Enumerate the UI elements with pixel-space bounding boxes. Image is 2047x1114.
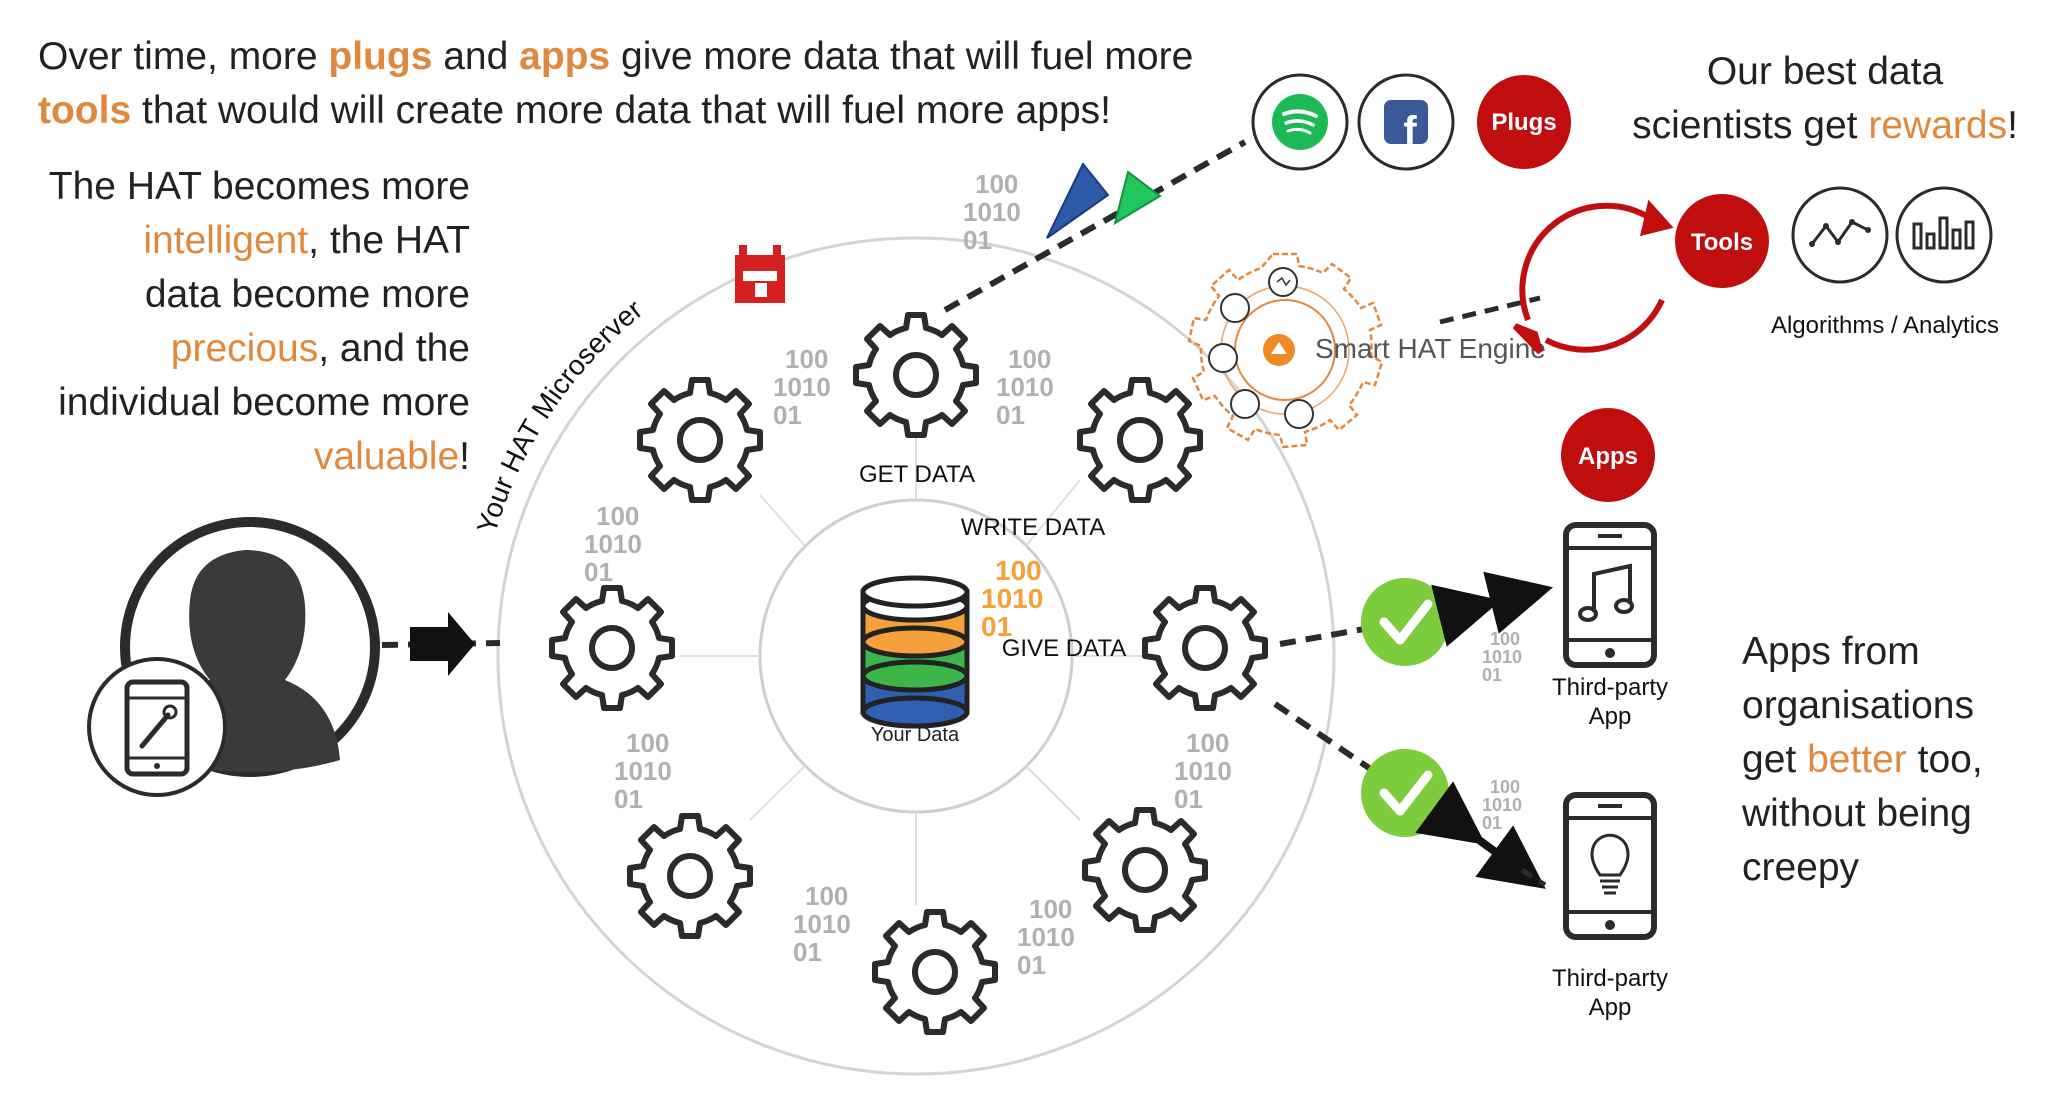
- svg-text:01: 01: [1174, 784, 1203, 814]
- third-party-app-label: App: [1589, 703, 1632, 730]
- app-exchange-arrow-2: [1415, 781, 1546, 889]
- svg-text:1010: 1010: [981, 583, 1043, 614]
- svg-text:01: 01: [773, 400, 802, 430]
- svg-text:Apps: Apps: [1578, 443, 1638, 470]
- svg-text:01: 01: [793, 937, 822, 967]
- svg-text:01: 01: [981, 611, 1012, 642]
- svg-text:01: 01: [1482, 665, 1502, 685]
- give-connector-2: [1273, 701, 1374, 773]
- svg-text:1010: 1010: [584, 529, 642, 559]
- user-arrow: [410, 612, 475, 676]
- plugs-badge: Plugs: [1477, 75, 1571, 169]
- svg-text:01: 01: [584, 557, 613, 587]
- better-highlight: better: [1807, 738, 1907, 781]
- plug-connector: [943, 139, 1247, 313]
- check-icon: [1361, 578, 1449, 666]
- engine-connector: [1439, 295, 1541, 325]
- svg-text:f: f: [1403, 109, 1417, 153]
- refresh-cycle-icon: [1512, 199, 1674, 355]
- svg-text:100: 100: [1490, 777, 1520, 797]
- third-party-app-label: Third-party: [1552, 674, 1668, 701]
- svg-text:100: 100: [995, 555, 1042, 586]
- precious-highlight: precious: [170, 327, 319, 370]
- svg-text:100: 100: [1008, 344, 1051, 374]
- svg-text:01: 01: [1482, 813, 1502, 833]
- gear-icon: [1080, 380, 1200, 500]
- music-phone-icon: [1563, 522, 1657, 668]
- green-arrow: [1113, 170, 1162, 226]
- svg-text:1010: 1010: [963, 197, 1021, 227]
- svg-text:1010: 1010: [773, 372, 831, 402]
- svg-text:100: 100: [975, 169, 1018, 199]
- svg-text:01: 01: [614, 784, 643, 814]
- svg-text:100: 100: [785, 344, 828, 374]
- check-icon: [1361, 749, 1449, 837]
- line-chart-icon: [1791, 186, 1889, 284]
- svg-text:100: 100: [1186, 728, 1229, 758]
- headline: Over time, more plugs and apps give more…: [38, 35, 1194, 132]
- write-data-label: WRITE DATA: [961, 514, 1105, 541]
- svg-text:1010: 1010: [996, 372, 1054, 402]
- phone-wrench-icon: [87, 657, 227, 797]
- gear-icon: [640, 380, 760, 500]
- outer-ring: [496, 236, 1336, 1076]
- svg-text:1010: 1010: [1482, 647, 1522, 667]
- blue-arrow: [1046, 162, 1110, 239]
- rewards-highlight: rewards: [1868, 104, 2008, 147]
- algorithms-label: Algorithms / Analytics: [1771, 312, 1999, 339]
- gear-icon: [856, 315, 976, 435]
- give-connector-1: [1279, 625, 1371, 647]
- svg-text:1010: 1010: [1017, 922, 1075, 952]
- gear-icon: [630, 816, 750, 936]
- apps-highlight: apps: [519, 35, 611, 78]
- tools-highlight: tools: [38, 89, 132, 132]
- app-exchange-arrow-1: [1431, 571, 1554, 647]
- svg-text:100: 100: [1490, 629, 1520, 649]
- spotify-icon: [1251, 73, 1349, 171]
- svg-text:Plugs: Plugs: [1491, 109, 1556, 136]
- engine-label: Smart HAT Engine: [1315, 333, 1546, 364]
- intelligent-highlight: intelligent: [143, 219, 309, 262]
- svg-text:100: 100: [1029, 894, 1072, 924]
- lightbulb-phone-icon: [1563, 792, 1657, 940]
- svg-text:100: 100: [596, 501, 639, 531]
- hat-logo-icon: [735, 245, 785, 303]
- svg-text:1010: 1010: [793, 909, 851, 939]
- svg-text:100: 100: [626, 728, 669, 758]
- third-party-app-label: Third-party: [1552, 965, 1668, 992]
- gear-icon: [552, 588, 672, 708]
- database-icon: [860, 575, 970, 729]
- svg-text:01: 01: [996, 400, 1025, 430]
- svg-text:1010: 1010: [1482, 795, 1522, 815]
- plugs-highlight: plugs: [328, 35, 433, 78]
- svg-text:100: 100: [805, 881, 848, 911]
- gear-icon: [1085, 810, 1205, 930]
- smart-hat-engine: [1187, 252, 1384, 449]
- facebook-icon: f: [1357, 73, 1455, 171]
- bar-chart-icon: [1895, 186, 1993, 284]
- third-party-app-label: App: [1589, 994, 1632, 1021]
- your-data-label: Your Data: [871, 724, 960, 746]
- give-data-label: GIVE DATA: [1002, 635, 1126, 662]
- tools-badge: Tools: [1675, 194, 1769, 288]
- svg-text:01: 01: [1017, 950, 1046, 980]
- get-data-label: GET DATA: [859, 461, 975, 488]
- svg-text:01: 01: [963, 225, 992, 255]
- svg-text:1010: 1010: [1174, 756, 1232, 786]
- gear-icon: [1145, 588, 1265, 708]
- svg-text:Tools: Tools: [1691, 229, 1753, 256]
- gear-icon: [875, 912, 995, 1032]
- valuable-highlight: valuable: [313, 435, 460, 478]
- svg-text:1010: 1010: [614, 756, 672, 786]
- apps-badge: Apps: [1561, 408, 1655, 502]
